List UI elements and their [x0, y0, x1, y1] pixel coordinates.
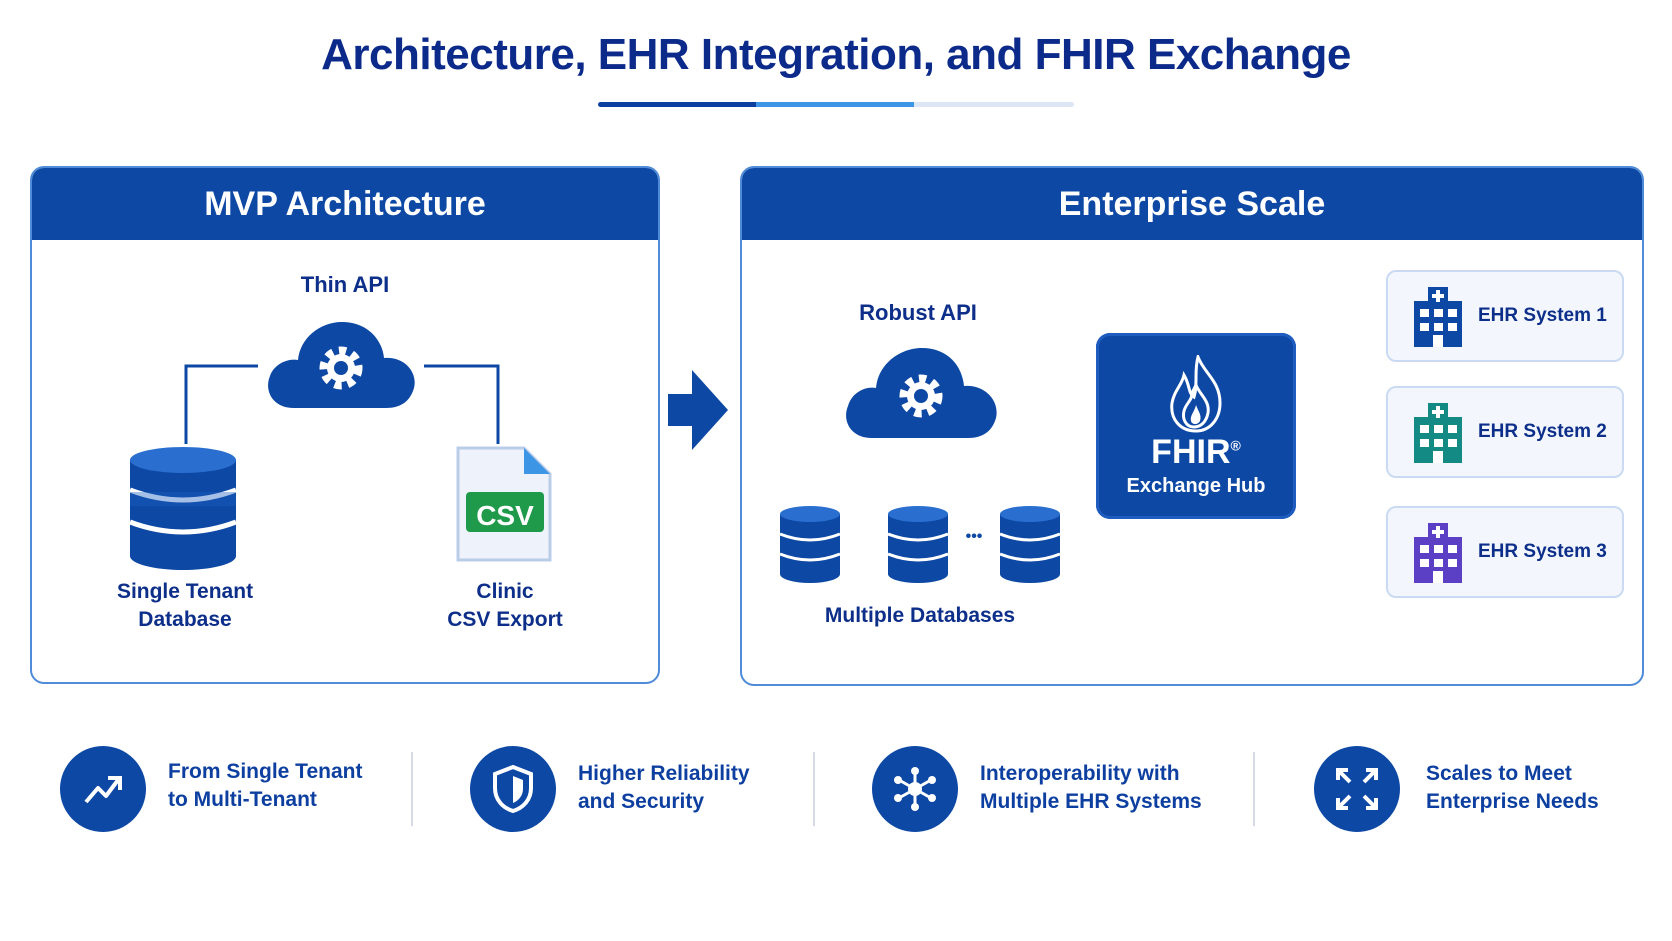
database-icon: [999, 506, 1061, 583]
robust-api-cloud-icon: [846, 348, 997, 438]
ehr-system-3-card: EHR System 3: [1386, 506, 1624, 598]
thin-api-cloud-icon: [268, 322, 415, 408]
hospital-icon: [1414, 287, 1462, 347]
trend-up-icon: [60, 746, 146, 832]
feature-divider: [411, 752, 413, 826]
feature-divider: [813, 752, 815, 826]
single-tenant-database-label: Single Tenant Database: [116, 580, 254, 631]
csv-file-icon: [456, 446, 552, 562]
hospital-icon: [1414, 523, 1462, 583]
feature-divider: [1253, 752, 1255, 826]
fhir-exchange-hub: FHIR® Exchange Hub: [1096, 333, 1296, 519]
fhir-flame-icon: [1170, 355, 1222, 433]
thin-api-label: Thin API: [300, 272, 390, 297]
database-ellipsis: •••: [965, 528, 983, 545]
clinic-csv-export-label: Clinic CSV Export: [447, 580, 563, 631]
title-underline: [598, 102, 1074, 107]
network-icon: [872, 746, 958, 832]
robust-api-label: Robust API: [859, 300, 977, 325]
single-tenant-database-icon: [129, 447, 237, 570]
hub-subtitle: Exchange Hub: [1126, 475, 1266, 497]
ehr-system-3-label: EHR System 3: [1478, 541, 1607, 562]
enterprise-panel-heading: Enterprise Scale: [742, 168, 1642, 240]
mvp-architecture-panel: MVP Architecture: [30, 166, 660, 684]
ehr-system-2-card: EHR System 2: [1386, 386, 1624, 478]
database-icon: [887, 506, 949, 583]
database-icon: [779, 506, 841, 583]
ehr-system-1-label: EHR System 1: [1478, 305, 1607, 326]
csv-badge: CSV: [476, 500, 534, 531]
ehr-system-1-card: EHR System 1: [1386, 270, 1624, 362]
transition-arrow-icon: [668, 370, 728, 450]
expand-icon: [1314, 746, 1400, 832]
multiple-databases-label: Multiple Databases: [824, 604, 1016, 627]
page-title: Architecture, EHR Integration, and FHIR …: [321, 30, 1351, 79]
shield-icon: [470, 746, 556, 832]
ehr-system-2-label: EHR System 2: [1478, 421, 1607, 442]
hub-title: FHIR®: [1151, 433, 1241, 471]
hospital-icon: [1414, 403, 1462, 463]
mvp-panel-heading: MVP Architecture: [32, 168, 658, 240]
